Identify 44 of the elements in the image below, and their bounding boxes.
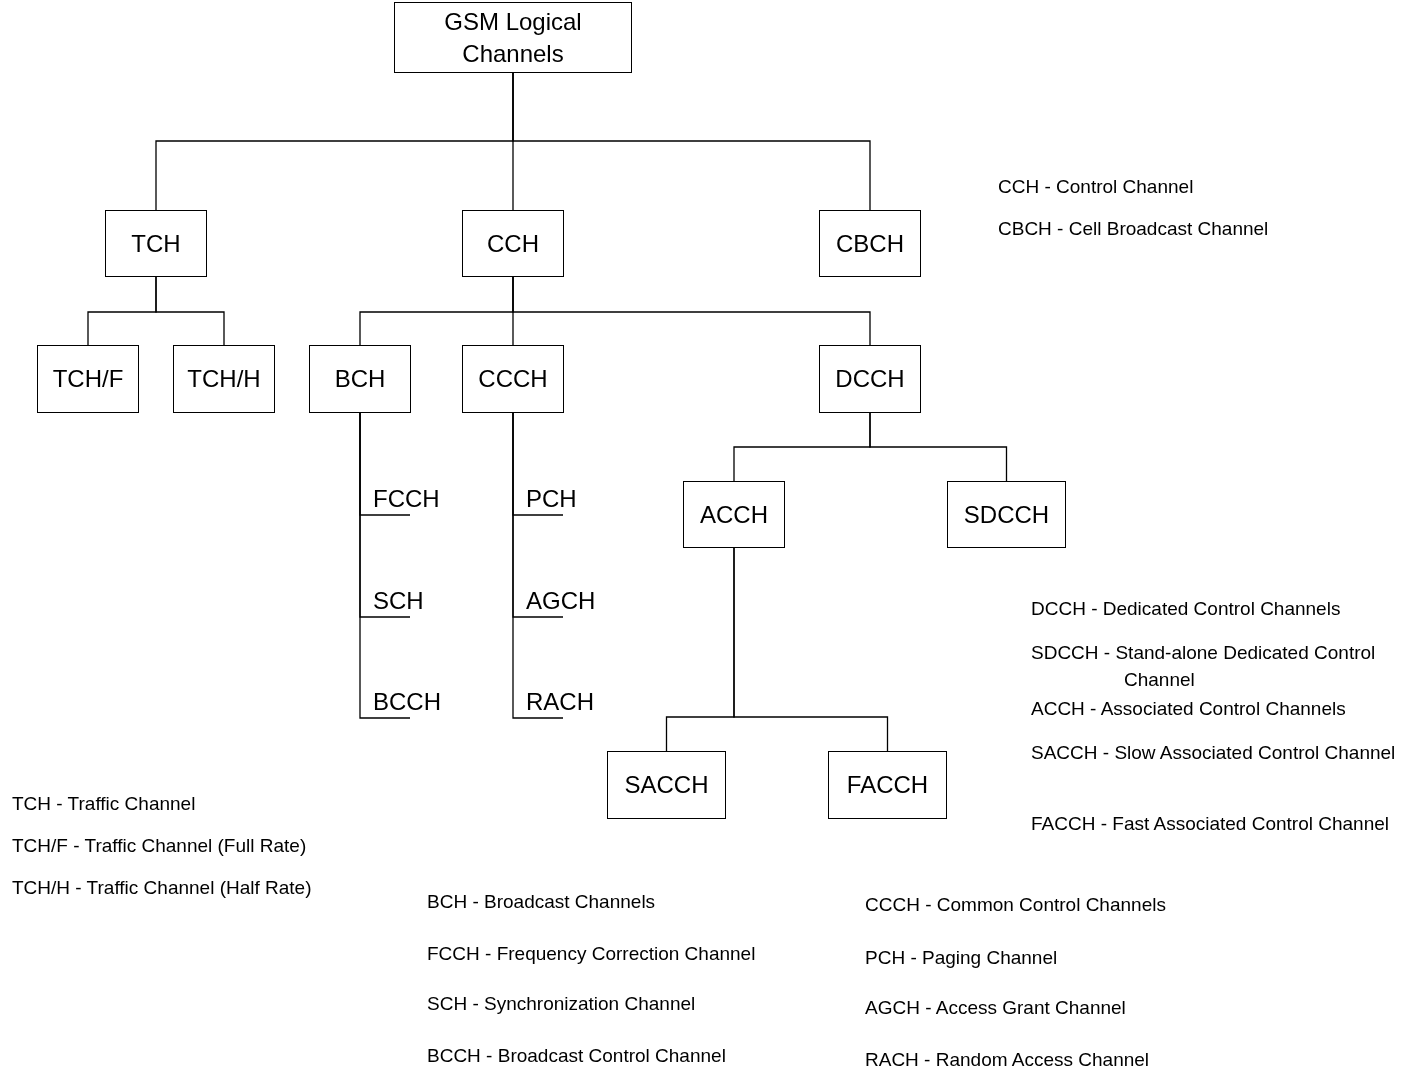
connector-line xyxy=(359,412,411,719)
abbreviation-note: SDCCH - Stand-alone Dedicated Control Channel xyxy=(1031,641,1377,692)
channel-box: ACCH xyxy=(683,481,785,548)
channel-box: FACCH xyxy=(828,751,947,819)
abbreviation-note: PCH - Paging Channel xyxy=(865,946,1058,970)
abbreviation-note: TCH - Traffic Channel xyxy=(12,792,196,816)
channel-box: SACCH xyxy=(607,751,726,819)
abbreviation-note: AGCH - Access Grant Channel xyxy=(865,996,1126,1020)
abbreviation-note: SACCH - Slow Associated Control Channel xyxy=(1031,741,1396,765)
channel-box: SDCCH xyxy=(947,481,1066,548)
channel-box: CBCH xyxy=(819,210,921,277)
abbreviation-note: RACH - Random Access Channel xyxy=(865,1048,1150,1069)
connector-line xyxy=(512,72,871,211)
connector-line xyxy=(512,412,564,719)
connector-line xyxy=(155,276,225,346)
abbreviation-note: ACCH - Associated Control Channels xyxy=(1031,697,1346,721)
channel-label: PCH xyxy=(513,483,613,515)
abbreviation-note: DCCH - Dedicated Control Channels xyxy=(1031,597,1341,621)
channel-label: RACH xyxy=(513,686,613,718)
channel-box: CCCH xyxy=(462,345,564,413)
abbreviation-note: CCCH - Common Control Channels xyxy=(865,893,1166,917)
connector-line xyxy=(512,276,871,346)
channel-label: BCCH xyxy=(360,686,460,718)
abbreviation-note: TCH/F - Traffic Channel (Full Rate) xyxy=(12,834,307,858)
abbreviation-note: BCCH - Broadcast Control Channel xyxy=(427,1044,726,1068)
channel-box: TCH/H xyxy=(173,345,275,413)
connector-line xyxy=(733,547,889,752)
channel-box: TCH/F xyxy=(37,345,139,413)
abbreviation-note: SCH - Synchronization Channel xyxy=(427,992,696,1016)
abbreviation-note: CCH - Control Channel xyxy=(998,175,1194,199)
abbreviation-note: BCH - Broadcast Channels xyxy=(427,890,656,914)
channel-label: SCH xyxy=(360,585,460,617)
abbreviation-note: TCH/H - Traffic Channel (Half Rate) xyxy=(12,876,312,900)
connector-line xyxy=(869,412,1008,482)
abbreviation-note: FCCH - Frequency Correction Channel xyxy=(427,942,756,966)
channel-box: BCH xyxy=(309,345,411,413)
channel-box: CCH xyxy=(462,210,564,277)
channel-box: TCH xyxy=(105,210,207,277)
channel-box: DCCH xyxy=(819,345,921,413)
abbreviation-note: CBCH - Cell Broadcast Channel xyxy=(998,217,1269,241)
channel-box: GSM Logical Channels xyxy=(394,2,632,73)
abbreviation-note: FACCH - Fast Associated Control Channel xyxy=(1031,812,1389,836)
channel-label: FCCH xyxy=(360,483,460,515)
channel-label: AGCH xyxy=(513,585,613,617)
